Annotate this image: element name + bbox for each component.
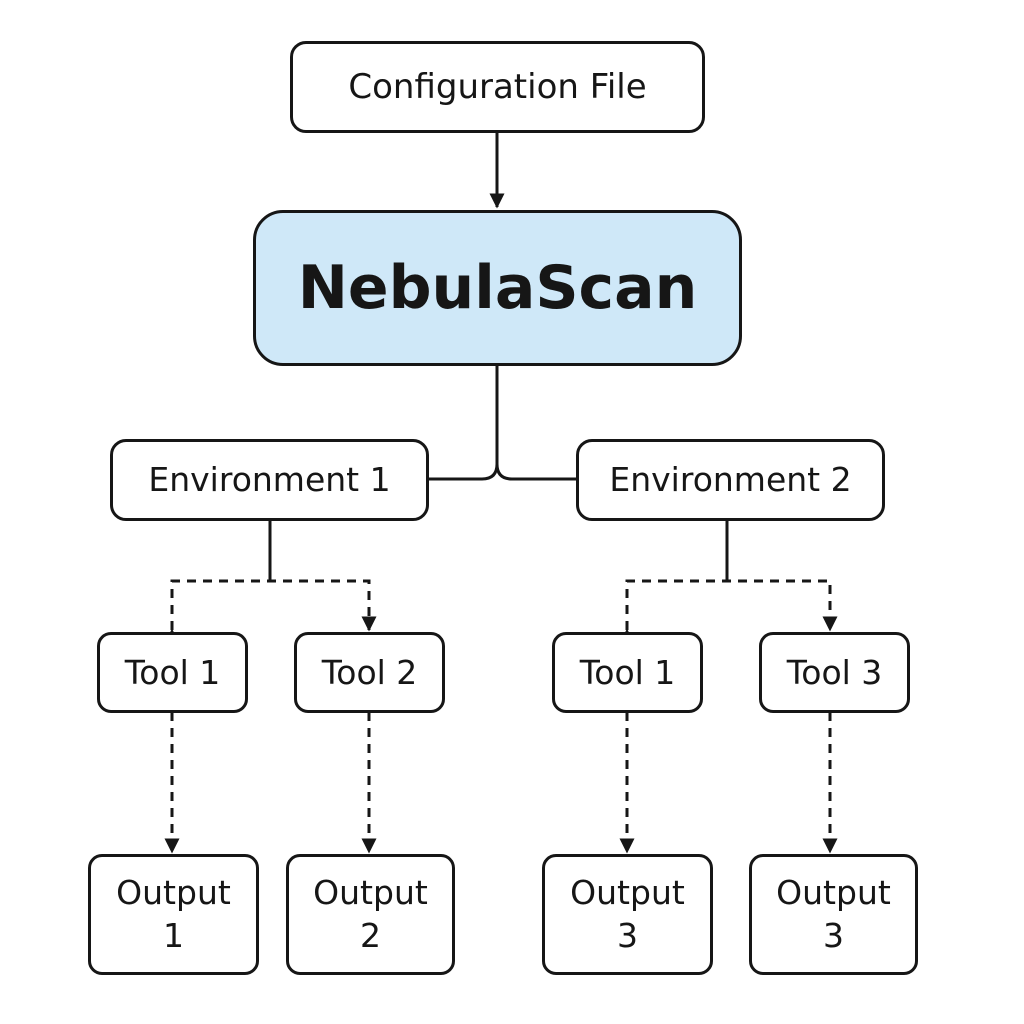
nebulascan-node: NebulaScan [253, 210, 742, 366]
env1-output-2-node: Output 2 [286, 854, 455, 975]
env1-tool-1-node: Tool 1 [97, 632, 248, 713]
environment-1-node: Environment 1 [110, 439, 429, 521]
connector-env2-to-tools [619, 579, 838, 644]
connector-env1-to-tools [164, 579, 377, 644]
env1-tool-2-node: Tool 2 [294, 632, 445, 713]
env2-output-3b-node: Output 3 [749, 854, 918, 975]
connector-root-to-environments [428, 365, 577, 481]
environment-2-node: Environment 2 [576, 439, 885, 521]
env1-output-1-node: Output 1 [88, 854, 259, 975]
env2-tool-1-node: Tool 1 [552, 632, 703, 713]
env2-tool-3-node: Tool 3 [759, 632, 910, 713]
env2-output-3-node: Output 3 [542, 854, 713, 975]
configuration-file-node: Configuration File [290, 41, 705, 133]
